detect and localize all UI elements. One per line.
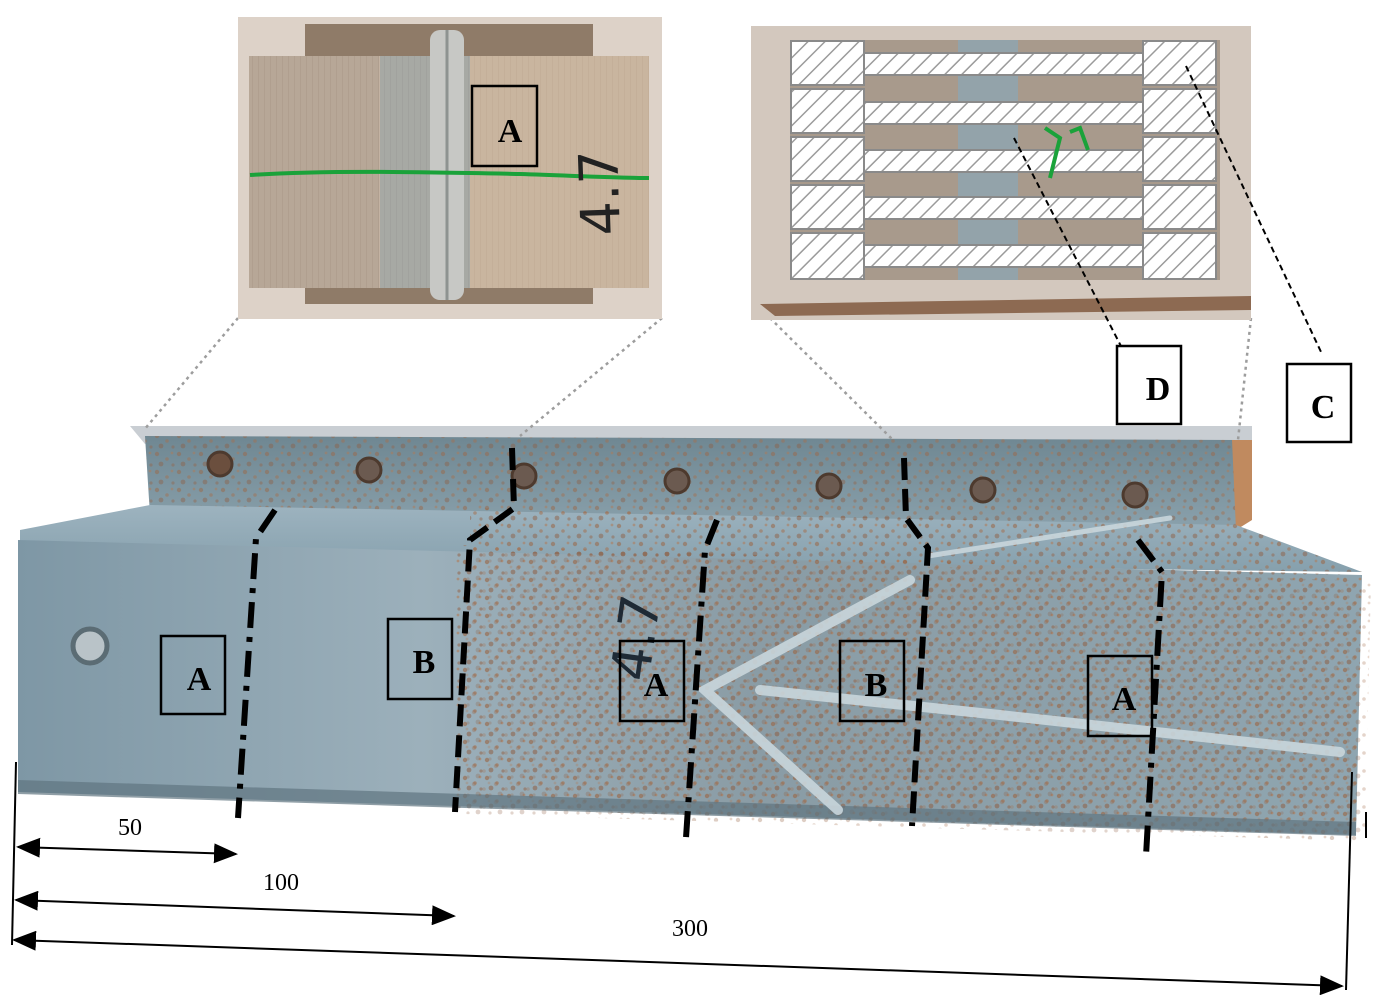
hatch-strip (863, 52, 1144, 76)
hatch-strip (863, 149, 1144, 173)
zone-label-box (838, 639, 906, 723)
inset-cutting-scheme (751, 26, 1251, 320)
boundary-dashed-1 (452, 447, 518, 813)
rivet (510, 462, 538, 490)
hatch-block-left (790, 232, 865, 280)
hatch-block-left (790, 40, 865, 86)
hatch-strip (863, 101, 1144, 125)
main-specimen-photo: 4.7 (18, 426, 1371, 857)
hatch-block-left (790, 88, 865, 134)
zone-labels: A B A B A (159, 617, 1154, 738)
hatched-blocks (790, 40, 1217, 280)
callout-box-c (1285, 362, 1353, 444)
rivet (815, 472, 843, 500)
inset-green-line (249, 169, 650, 180)
zone-label: B (413, 644, 436, 681)
inset-green-mark (1043, 125, 1090, 179)
hatch-block-right (1142, 184, 1217, 230)
connector-left-2 (519, 317, 663, 437)
leader-d (1013, 137, 1125, 353)
zone-label-box (159, 634, 227, 716)
inset-base-plate (760, 296, 1251, 316)
rivet (206, 450, 234, 478)
boundary-dashdot-1 (235, 508, 278, 819)
rivet (355, 456, 383, 484)
copper-strip (1232, 440, 1252, 530)
rivet (1121, 481, 1149, 509)
inset-weld-closeup: 4.7 A (238, 17, 662, 319)
dimension-line-50 (16, 837, 238, 864)
callout-box-d (1115, 344, 1183, 426)
dimension-line-100 (14, 890, 456, 926)
zone-label: A (187, 661, 212, 698)
rivet (969, 476, 997, 504)
boundary-dashdot-2 (683, 518, 720, 839)
zone-label: B (865, 667, 888, 704)
zone-boundaries (235, 447, 1166, 857)
rivets (70, 450, 1149, 666)
channel-front-rust-2 (464, 551, 1371, 841)
zone-label: A (644, 667, 669, 704)
dimension-line-300 (12, 930, 1344, 996)
zone-label-box (1086, 654, 1154, 738)
inset-specimen-marking: 4.7 (567, 149, 633, 237)
boundary-dashed-2 (901, 457, 932, 827)
weld-bead-top (925, 515, 1173, 559)
zone-label-box (386, 617, 454, 701)
boundary-dashdot-3 (1135, 538, 1166, 857)
dimension-label-50: 50 (118, 815, 142, 841)
hatch-block-right (1142, 136, 1217, 182)
zone-label: A (1112, 681, 1137, 718)
dimension-label-300: 300 (672, 916, 708, 942)
connector-right-2 (1236, 317, 1253, 441)
channel-bottom-edge (18, 780, 1356, 836)
hatch-block-right (1142, 232, 1217, 280)
callout-label-d: D (1146, 371, 1171, 408)
hatch-block-right (1142, 88, 1217, 134)
inset-zone-label-box (470, 84, 539, 168)
zone-label-box (618, 639, 686, 723)
hatch-block-right (1142, 40, 1217, 86)
zoom-connectors (143, 317, 1253, 441)
callout-leaders (1013, 65, 1323, 355)
specimen-marking: 4.7 (599, 591, 673, 685)
hatch-block-left (790, 184, 865, 230)
dimension-label-100: 100 (263, 870, 299, 896)
callout-label-c: C (1311, 389, 1336, 426)
hatch-block-left (790, 136, 865, 182)
hatch-strip (863, 196, 1144, 220)
leader-c (1185, 65, 1323, 355)
inset-zone-label: A (498, 113, 523, 150)
hatch-strip (863, 244, 1144, 268)
extension-line-left (11, 761, 17, 946)
rivet (663, 467, 691, 495)
extension-line-right (1345, 771, 1353, 991)
flange-rust (145, 436, 1238, 530)
connector-right-1 (769, 317, 894, 441)
rivet-front (70, 626, 110, 666)
weld-bead-chevron (696, 575, 915, 815)
dimension-lines (11, 761, 1367, 996)
connector-left-1 (143, 317, 239, 431)
